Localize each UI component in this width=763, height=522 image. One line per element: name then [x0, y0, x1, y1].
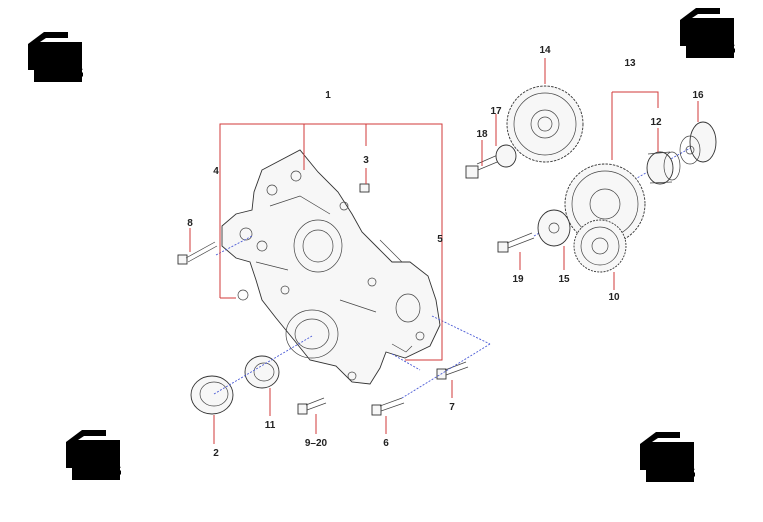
hub-16 — [679, 121, 717, 165]
logo-top-left: H3 CHAG — [28, 32, 84, 82]
callout-9-20: 9–20 — [305, 438, 328, 449]
bolt-part-9-20 — [297, 397, 327, 415]
retainer-plate-15 — [537, 209, 571, 247]
bolt-part-8 — [177, 241, 218, 265]
logo-bottom-left: H3 CHAG — [66, 430, 122, 480]
callout-14: 14 — [539, 45, 551, 56]
callout-10: 10 — [608, 292, 620, 303]
callout-15: 15 — [558, 274, 570, 285]
callout-1: 1 — [325, 90, 331, 101]
callout-12: 12 — [650, 117, 662, 128]
callout-13: 13 — [624, 58, 636, 69]
bolt-part-6 — [371, 397, 405, 416]
logo-code: H3 — [650, 450, 671, 467]
callout-18: 18 — [476, 129, 488, 140]
logo-brand: CHAG — [650, 465, 696, 482]
small-gear-10 — [573, 219, 627, 273]
callout-2: 2 — [213, 448, 219, 459]
front-seal-ring — [190, 375, 234, 415]
callout-6: 6 — [383, 438, 389, 449]
oil-seal — [244, 355, 280, 389]
logo-code: H3 — [76, 448, 97, 465]
logo-brand: CHAG — [76, 463, 122, 480]
callout-17: 17 — [490, 106, 502, 117]
bushing-12 — [646, 151, 681, 185]
logo-code: H3 — [38, 50, 59, 67]
callout-leader-lines — [189, 58, 699, 444]
thrust-washer-17 — [495, 144, 517, 168]
bolt-part-3 — [359, 183, 370, 193]
logo-brand: CHAG — [38, 65, 84, 82]
timing-cover-housing — [221, 149, 441, 385]
logo-code: H3 — [690, 26, 711, 43]
callout-11: 11 — [265, 420, 276, 431]
bolt-part-19 — [497, 232, 535, 253]
callout-labels: 1 2 3 4 5 6 7 8 9–20 10 11 12 13 14 15 1… — [187, 45, 704, 459]
callout-5: 5 — [437, 234, 443, 245]
idler-gear-14 — [506, 85, 584, 163]
callout-7: 7 — [449, 402, 455, 413]
logo-brand: CHAG — [690, 41, 736, 58]
logo-top-right: H3 CHAG — [680, 8, 736, 58]
bolt-part-7 — [436, 361, 469, 380]
callout-8: 8 — [187, 218, 193, 229]
camshaft-gear-13 — [564, 163, 646, 245]
logo-bottom-right: H3 CHAG — [640, 432, 696, 482]
callout-4: 4 — [213, 166, 219, 177]
callout-19: 19 — [512, 274, 524, 285]
callout-16: 16 — [692, 90, 704, 101]
callout-3: 3 — [363, 155, 369, 166]
